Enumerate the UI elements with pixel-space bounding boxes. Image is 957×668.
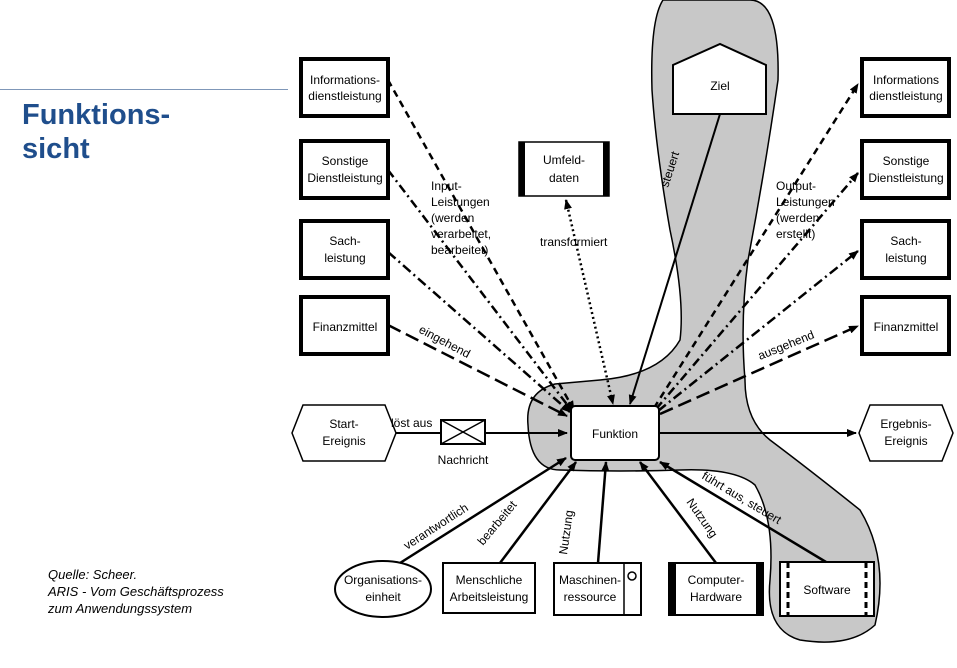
human-work-label-1: Menschliche [456,573,523,587]
arrow-info-out [652,83,860,409]
result-event-label-2: Ereignis [884,434,927,448]
left-material-service-node: Sach- leistung [299,219,390,280]
input-label-3: (werden [431,211,474,225]
output-label-2: Leistungen [776,195,835,209]
environment-data-node: Umfeld- daten [518,141,610,197]
human-work-label-2: Arbeitsleistung [450,590,529,604]
right-other-service-node: Sonstige Dienstleistung [860,139,951,200]
arrow-finance-in [387,323,568,418]
title-line-2: sicht [22,133,90,165]
message-envelope-icon [440,419,486,445]
organization-unit-node: Organisations- einheit [334,560,432,618]
computer-hardware-node: Computer- Hardware [668,562,764,616]
output-label-4: erstellt) [776,227,815,241]
function-node: Funktion [570,405,660,461]
slide-title: Funktions- sicht [22,98,222,166]
machine-label-2: ressource [564,590,617,604]
goal-label: Ziel [710,79,729,93]
left-other-service-node: Sonstige Dienstleistung [299,139,390,200]
output-label-3: (werden [776,211,819,225]
arrow-material-out [657,250,859,412]
left-info-label-2: dienstleistung [308,89,381,103]
input-label-2: Leistungen [431,195,490,209]
source-line-1: Quelle: Scheer. [48,567,138,582]
right-material-service-node: Sach- leistung [860,219,951,280]
right-other-label-1: Sonstige [883,154,930,168]
start-event-label-1: Start- [329,417,358,431]
start-event-label-2: Ereignis [322,434,365,448]
environment-data-label-2: daten [549,171,579,185]
environment-data-label-1: Umfeld- [543,153,585,167]
arrow-computer [639,461,717,564]
arrow-machine [596,461,610,564]
right-other-label-2: Dienstleistung [868,171,943,185]
usage-label-1: Nutzung [556,509,576,555]
left-finance-label: Finanzmittel [313,320,378,334]
software-label: Software [803,583,851,597]
right-finance-node: Finanzmittel [860,295,951,356]
arrow-software [659,460,827,564]
output-label-1: Output- [776,179,816,193]
responsible-label: verantwortlich [401,500,471,552]
arrow-organization [399,456,567,565]
title-divider [0,89,288,90]
arrow-other-out [655,172,859,410]
source-note: Quelle: Scheer. ARIS - Vom Geschäftsproz… [48,566,224,617]
input-services-label: Input- Leistungen (werden verarbeitet, b… [431,179,491,257]
human-work-node: Menschliche Arbeitsleistung [442,562,536,614]
processes-label: bearbeitet [475,498,520,548]
right-info-label-1: Informations [873,73,939,87]
arrow-goal [628,113,721,405]
left-material-label-1: Sach- [329,234,360,248]
title-line-1: Funktions- [22,99,171,131]
control-blob [527,0,881,643]
function-label: Funktion [592,427,638,441]
right-material-label-1: Sach- [890,234,921,248]
result-event-label-1: Ergebnis- [880,417,931,431]
goal-node: Ziel [672,42,767,115]
organization-label-1: Organisations- [344,573,422,587]
start-event-node: Start- Ereignis [291,404,397,462]
input-label-5: bearbeitet) [431,243,488,257]
left-other-label-1: Sonstige [322,154,369,168]
triggers-label: löst aus [391,416,432,430]
right-material-label-2: leistung [885,251,926,265]
right-finance-label: Finanzmittel [874,320,939,334]
organization-label-2: einheit [365,590,401,604]
machine-resource-node: Maschinen- ressource [553,562,642,616]
outgoing-label: ausgehend [756,328,816,363]
computer-label-2: Hardware [690,590,742,604]
arrow-info-in [386,79,576,411]
left-info-service-node: Informations- dienstleistung [299,57,390,118]
left-info-label-1: Informations- [310,73,380,87]
right-info-label-2: dienstleistung [869,89,942,103]
source-line-3: zum Anwendungssystem [48,601,193,616]
software-node: Software [779,561,875,617]
left-finance-node: Finanzmittel [299,295,390,356]
input-label-4: verarbeitet, [431,227,491,241]
input-label-1: Input- [431,179,462,193]
arrow-human-work [499,461,577,564]
result-event-node: Ergebnis- Ereignis [858,404,954,462]
source-line-2: ARIS - Vom Geschäftsprozess [48,584,224,599]
arrow-finance-out [659,324,859,416]
left-other-label-2: Dienstleistung [307,171,382,185]
arrow-other-in [387,169,573,412]
arrow-material-in [387,251,571,413]
output-services-label: Output- Leistungen (werden erstellt) [776,179,835,241]
right-info-service-node: Informations dienstleistung [860,57,951,118]
message-label: Nachricht [438,453,489,467]
usage-label-2: Nutzung [684,496,721,541]
computer-label-1: Computer- [688,573,745,587]
left-material-label-2: leistung [324,251,365,265]
transform-label: transformiert [540,235,608,249]
arrow-environment [564,199,615,405]
machine-label-1: Maschinen- [559,573,621,587]
